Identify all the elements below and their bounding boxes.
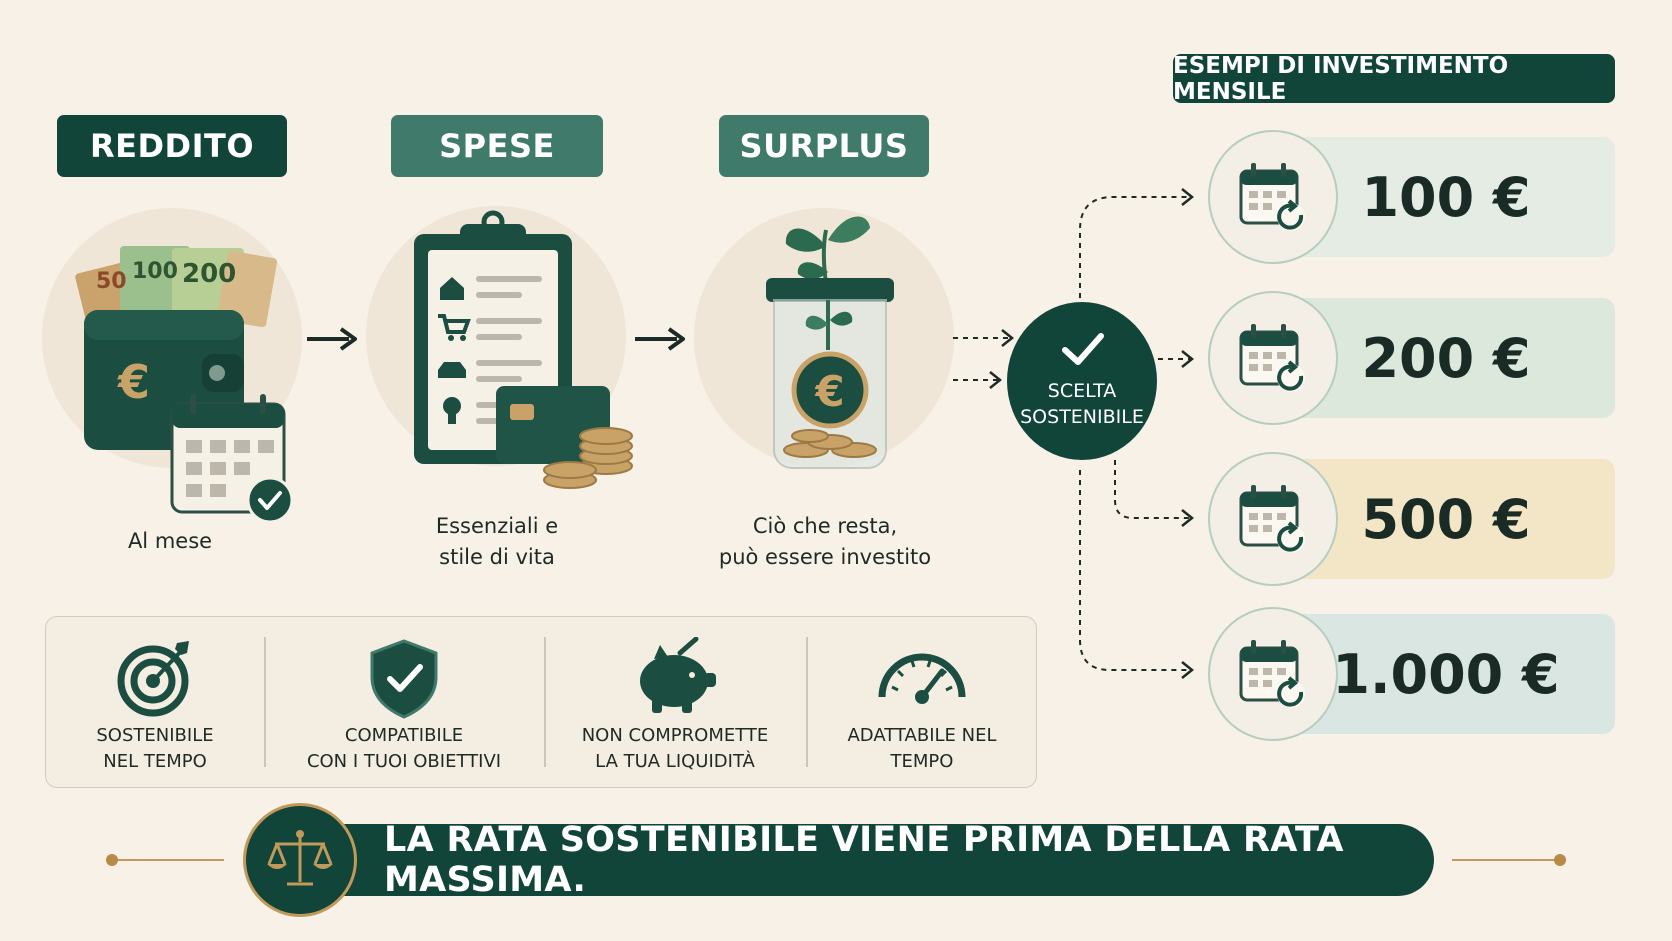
step-caption-spese: Essenziali e stile di vita: [392, 511, 602, 573]
feature-line: LA TUA LIQUIDITÀ: [595, 751, 755, 772]
step-caption-surplus: Ciò che resta, può essere investito: [700, 511, 950, 573]
step-label-spese: SPESE: [391, 115, 603, 177]
banner-seal: [243, 803, 357, 917]
recurring-calendar-icon: [1208, 130, 1338, 264]
feature-line: CON I TUOI OBIETTIVI: [306, 751, 502, 772]
banner-gold-line-left: [112, 859, 224, 861]
feature-line: SOSTENIBILE: [96, 725, 214, 746]
check-icon: [1062, 333, 1104, 365]
note-50-label: 50: [96, 269, 127, 294]
shield-check-icon: [370, 639, 438, 719]
sustainable-choice-node: SCELTA SOSTENIBILE: [1007, 302, 1157, 460]
flow-arrow-icon: [307, 327, 357, 351]
feature-line: TEMPO: [890, 751, 954, 772]
banner-gold-line-right: [1452, 859, 1560, 861]
feature-liquidity: NON COMPROMETTE LA TUA LIQUIDITÀ: [544, 617, 806, 789]
banner-gold-dot-left: [106, 854, 118, 866]
calendar-refresh-glyph: [1239, 485, 1305, 553]
example-amount: 200 €: [1361, 326, 1531, 390]
step-label-reddito: REDDITO: [57, 115, 287, 177]
scales-icon: [267, 830, 333, 886]
note-200-label: 200: [182, 259, 236, 289]
feature-line: COMPATIBILE: [344, 725, 464, 746]
caption-line: Ciò che resta,: [752, 514, 898, 538]
caption-line: può essere investito: [718, 545, 932, 569]
example-amount: 500 €: [1361, 487, 1531, 551]
choice-label-line: SOSTENIBILE: [1020, 406, 1144, 428]
step-caption-reddito: Al mese: [100, 526, 240, 557]
calendar-refresh-glyph: [1239, 640, 1305, 708]
features-panel: SOSTENIBILE NEL TEMPO COMPATIBILE CON I …: [45, 616, 1037, 788]
examples-title: ESEMPI DI INVESTIMENTO MENSILE: [1173, 53, 1615, 105]
note-100-label: 100: [132, 259, 178, 284]
feature-divider: [544, 637, 546, 767]
feature-adaptable: ADATTABILE NEL TEMPO: [806, 617, 1038, 789]
calendar-refresh-glyph: [1239, 324, 1305, 392]
banner-gold-dot-right: [1554, 854, 1566, 866]
gauge-icon: [878, 653, 966, 704]
example-amount: 1.000 €: [1332, 642, 1560, 706]
caption-line: stile di vita: [439, 545, 555, 569]
step-label-surplus: SURPLUS: [719, 115, 929, 177]
recurring-calendar-icon: [1208, 291, 1338, 425]
banner-text: LA RATA SOSTENIBILE VIENE PRIMA DELLA RA…: [384, 820, 1344, 900]
feature-divider: [806, 637, 808, 767]
flow-arrow-icon: [635, 327, 685, 351]
choice-label-line: SCELTA: [1047, 380, 1117, 402]
caption-line: Essenziali e: [435, 514, 559, 538]
caption-line: Al mese: [127, 529, 213, 553]
feature-line: NEL TEMPO: [103, 751, 207, 772]
calendar-refresh-glyph: [1239, 163, 1305, 231]
piggy-bank-icon: [640, 637, 716, 713]
feature-line: NON COMPROMETTE: [581, 725, 769, 746]
recurring-calendar-icon: [1208, 607, 1338, 741]
feature-sustainable: SOSTENIBILE NEL TEMPO: [46, 617, 264, 789]
feature-divider: [264, 637, 266, 767]
banner: LA RATA SOSTENIBILE VIENE PRIMA DELLA RA…: [264, 820, 1434, 900]
wallet-icon: 50 100 200 €: [75, 246, 294, 524]
wallet-euro-symbol: €: [117, 355, 150, 409]
jar-euro-symbol: €: [814, 367, 844, 416]
example-amount: 100 €: [1361, 165, 1531, 229]
feature-compatible: COMPATIBILE CON I TUOI OBIETTIVI: [264, 617, 544, 789]
jar-icon: €: [766, 216, 894, 469]
clipboard-icon: [414, 210, 633, 489]
recurring-calendar-icon: [1208, 452, 1338, 586]
feature-line: ADATTABILE NEL: [847, 725, 997, 746]
target-icon: [117, 641, 189, 717]
